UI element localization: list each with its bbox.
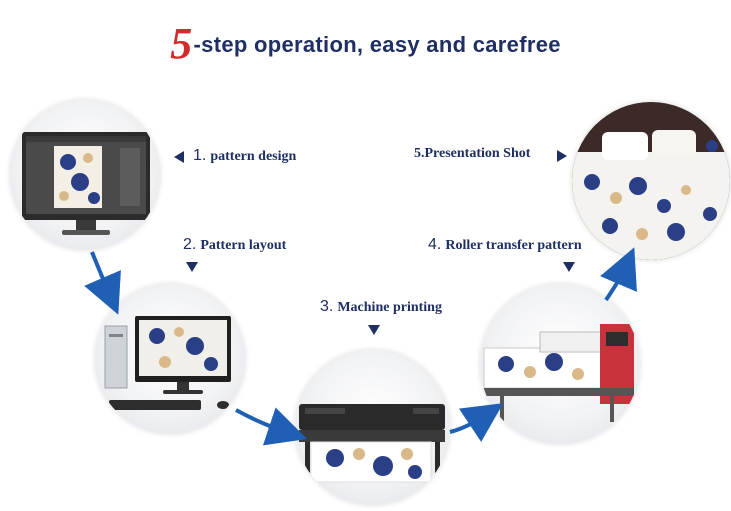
title-step-number: 5 xyxy=(170,19,193,68)
step-1-label: 1.pattern design xyxy=(193,147,297,164)
step-2-label: 2.Pattern layout xyxy=(183,236,287,253)
roller-machine-illustration xyxy=(483,324,634,422)
step-5-label: 5.Presentation Shot xyxy=(414,146,531,161)
pointer-left-icon xyxy=(174,151,184,163)
step-4-circle xyxy=(480,284,640,444)
desktop-computer-illustration xyxy=(104,316,231,410)
pointer-down-icon xyxy=(186,262,198,272)
pointer-down-icon xyxy=(368,325,380,335)
title-text: -step operation, easy and carefree xyxy=(193,32,561,57)
step-5-circle xyxy=(572,102,730,260)
monitor-design-illustration xyxy=(22,132,150,235)
step-2-circle xyxy=(95,284,245,434)
pointer-down-icon xyxy=(563,262,575,272)
step-3-circle xyxy=(295,350,450,505)
printer-illustration xyxy=(299,404,445,492)
step-3-label: 3.Machine printing xyxy=(320,298,442,315)
step-1-circle xyxy=(10,100,160,250)
step-4-label: 4.Roller transfer pattern xyxy=(428,236,582,253)
bedding-presentation-illustration xyxy=(572,102,730,260)
page-title: 5-step operation, easy and carefree xyxy=(0,18,731,69)
pointer-right-icon xyxy=(557,150,567,162)
